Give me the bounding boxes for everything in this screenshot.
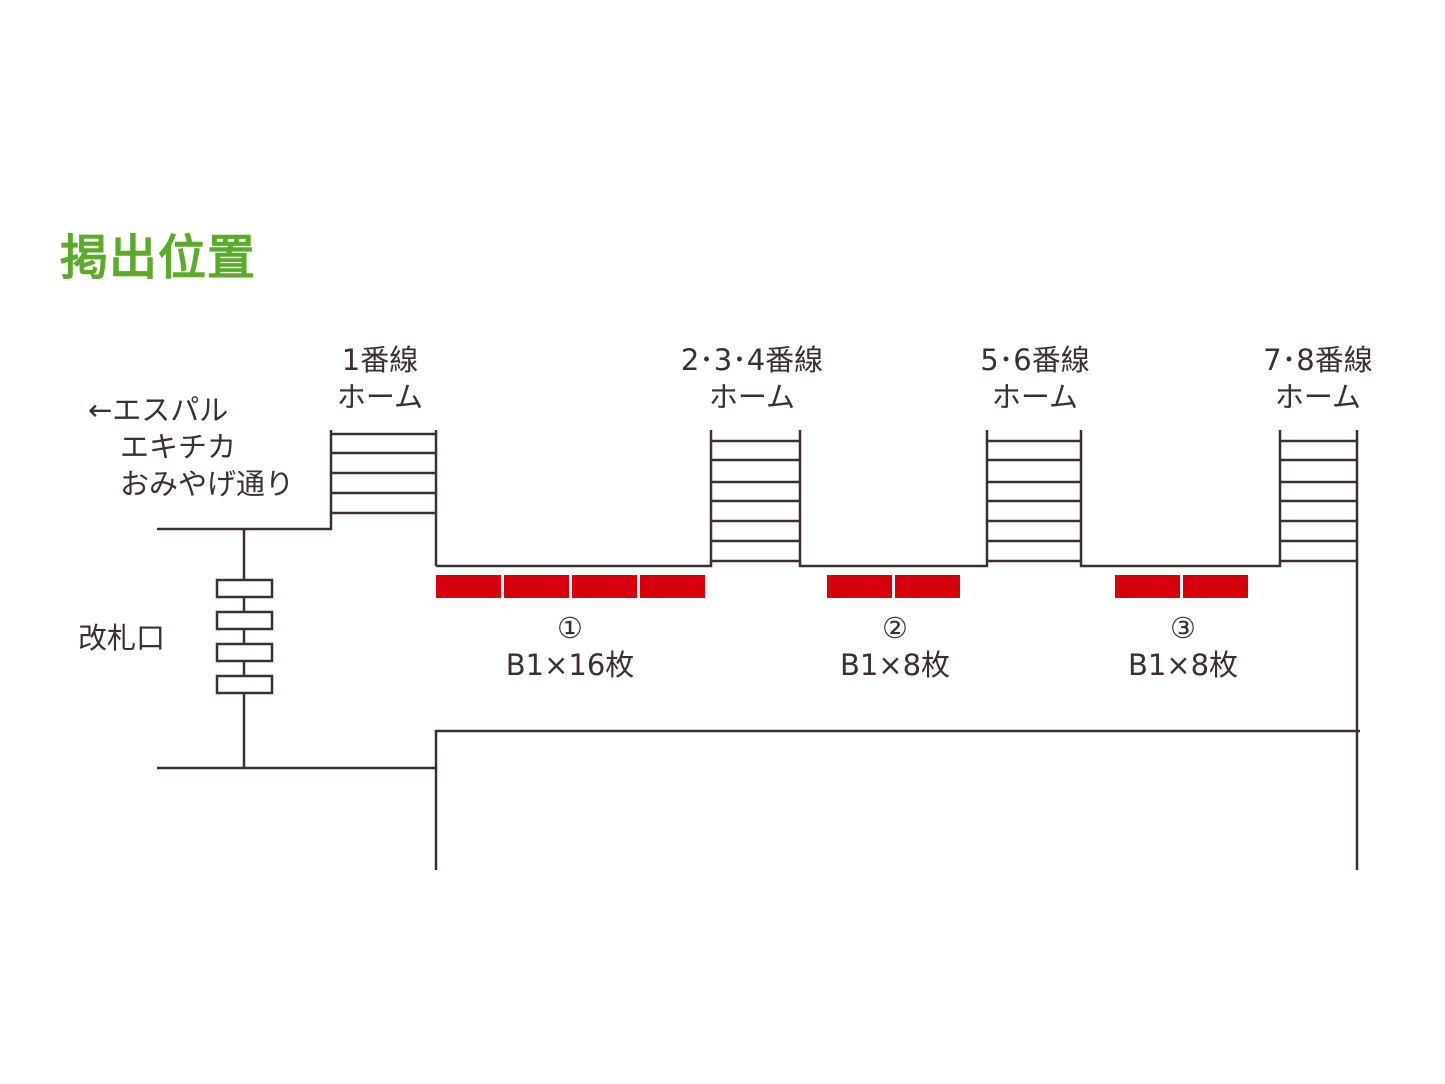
- platform-line: 2･3･4番線: [680, 343, 824, 377]
- platform-1-label: 1番線 ホーム: [300, 342, 460, 416]
- poster-number: ②: [882, 611, 908, 645]
- poster-group-3-label: ③ B1×8枚: [1083, 610, 1283, 684]
- corridor-wall-lower: [434, 729, 1360, 870]
- ticket-gate: [215, 642, 274, 663]
- platform-line: 7･8番線: [1263, 343, 1373, 377]
- poster-group-2-label: ② B1×8枚: [795, 610, 995, 684]
- poster-spec: B1×16枚: [505, 648, 635, 682]
- platform-2-label: 2･3･4番線 ホーム: [652, 342, 852, 416]
- ticket-gate: [215, 674, 274, 695]
- corridor-wall-upper: [436, 430, 713, 568]
- platform-line: 5･6番線: [980, 343, 1090, 377]
- direction-label: ←エスパル エキチカ おみやげ通り: [88, 392, 294, 503]
- poster-spec: B1×8枚: [1127, 648, 1239, 682]
- direction-line-2: エキチカ: [120, 430, 237, 464]
- platform-name: ホーム: [336, 380, 424, 414]
- poster-panel-1: [572, 575, 637, 598]
- platform-3-label: 5･6番線 ホーム: [945, 342, 1125, 416]
- poster-panel-3: [1183, 575, 1248, 598]
- poster-group-1-label: ① B1×16枚: [470, 610, 670, 684]
- platform-line: 1番線: [341, 343, 419, 377]
- ticket-gate: [215, 578, 274, 599]
- platform-4-label: 7･8番線 ホーム: [1228, 342, 1408, 416]
- platform-name: ホーム: [1274, 380, 1362, 414]
- poster-panel-3: [1115, 575, 1180, 598]
- poster-panel-2: [895, 575, 960, 598]
- poster-panel-1: [436, 575, 501, 598]
- corridor-wall-upper-2: [798, 430, 989, 568]
- platform-name: ホーム: [991, 380, 1079, 414]
- poster-spec: B1×8枚: [839, 648, 951, 682]
- page-title: 掲出位置: [60, 230, 257, 286]
- poster-number: ①: [557, 611, 583, 645]
- direction-line-1: ←エスパル: [88, 393, 229, 427]
- wall-upper-left: [157, 430, 333, 531]
- gate-label: 改札口: [78, 621, 166, 655]
- poster-panel-1: [640, 575, 705, 598]
- platform-name: ホーム: [708, 380, 796, 414]
- direction-line-3: おみやげ通り: [120, 467, 295, 501]
- ticket-gate: [215, 610, 274, 631]
- poster-panel-2: [827, 575, 892, 598]
- poster-panel-1: [504, 575, 569, 598]
- corridor-wall-upper-3: [1079, 430, 1282, 568]
- poster-number: ③: [1170, 611, 1196, 645]
